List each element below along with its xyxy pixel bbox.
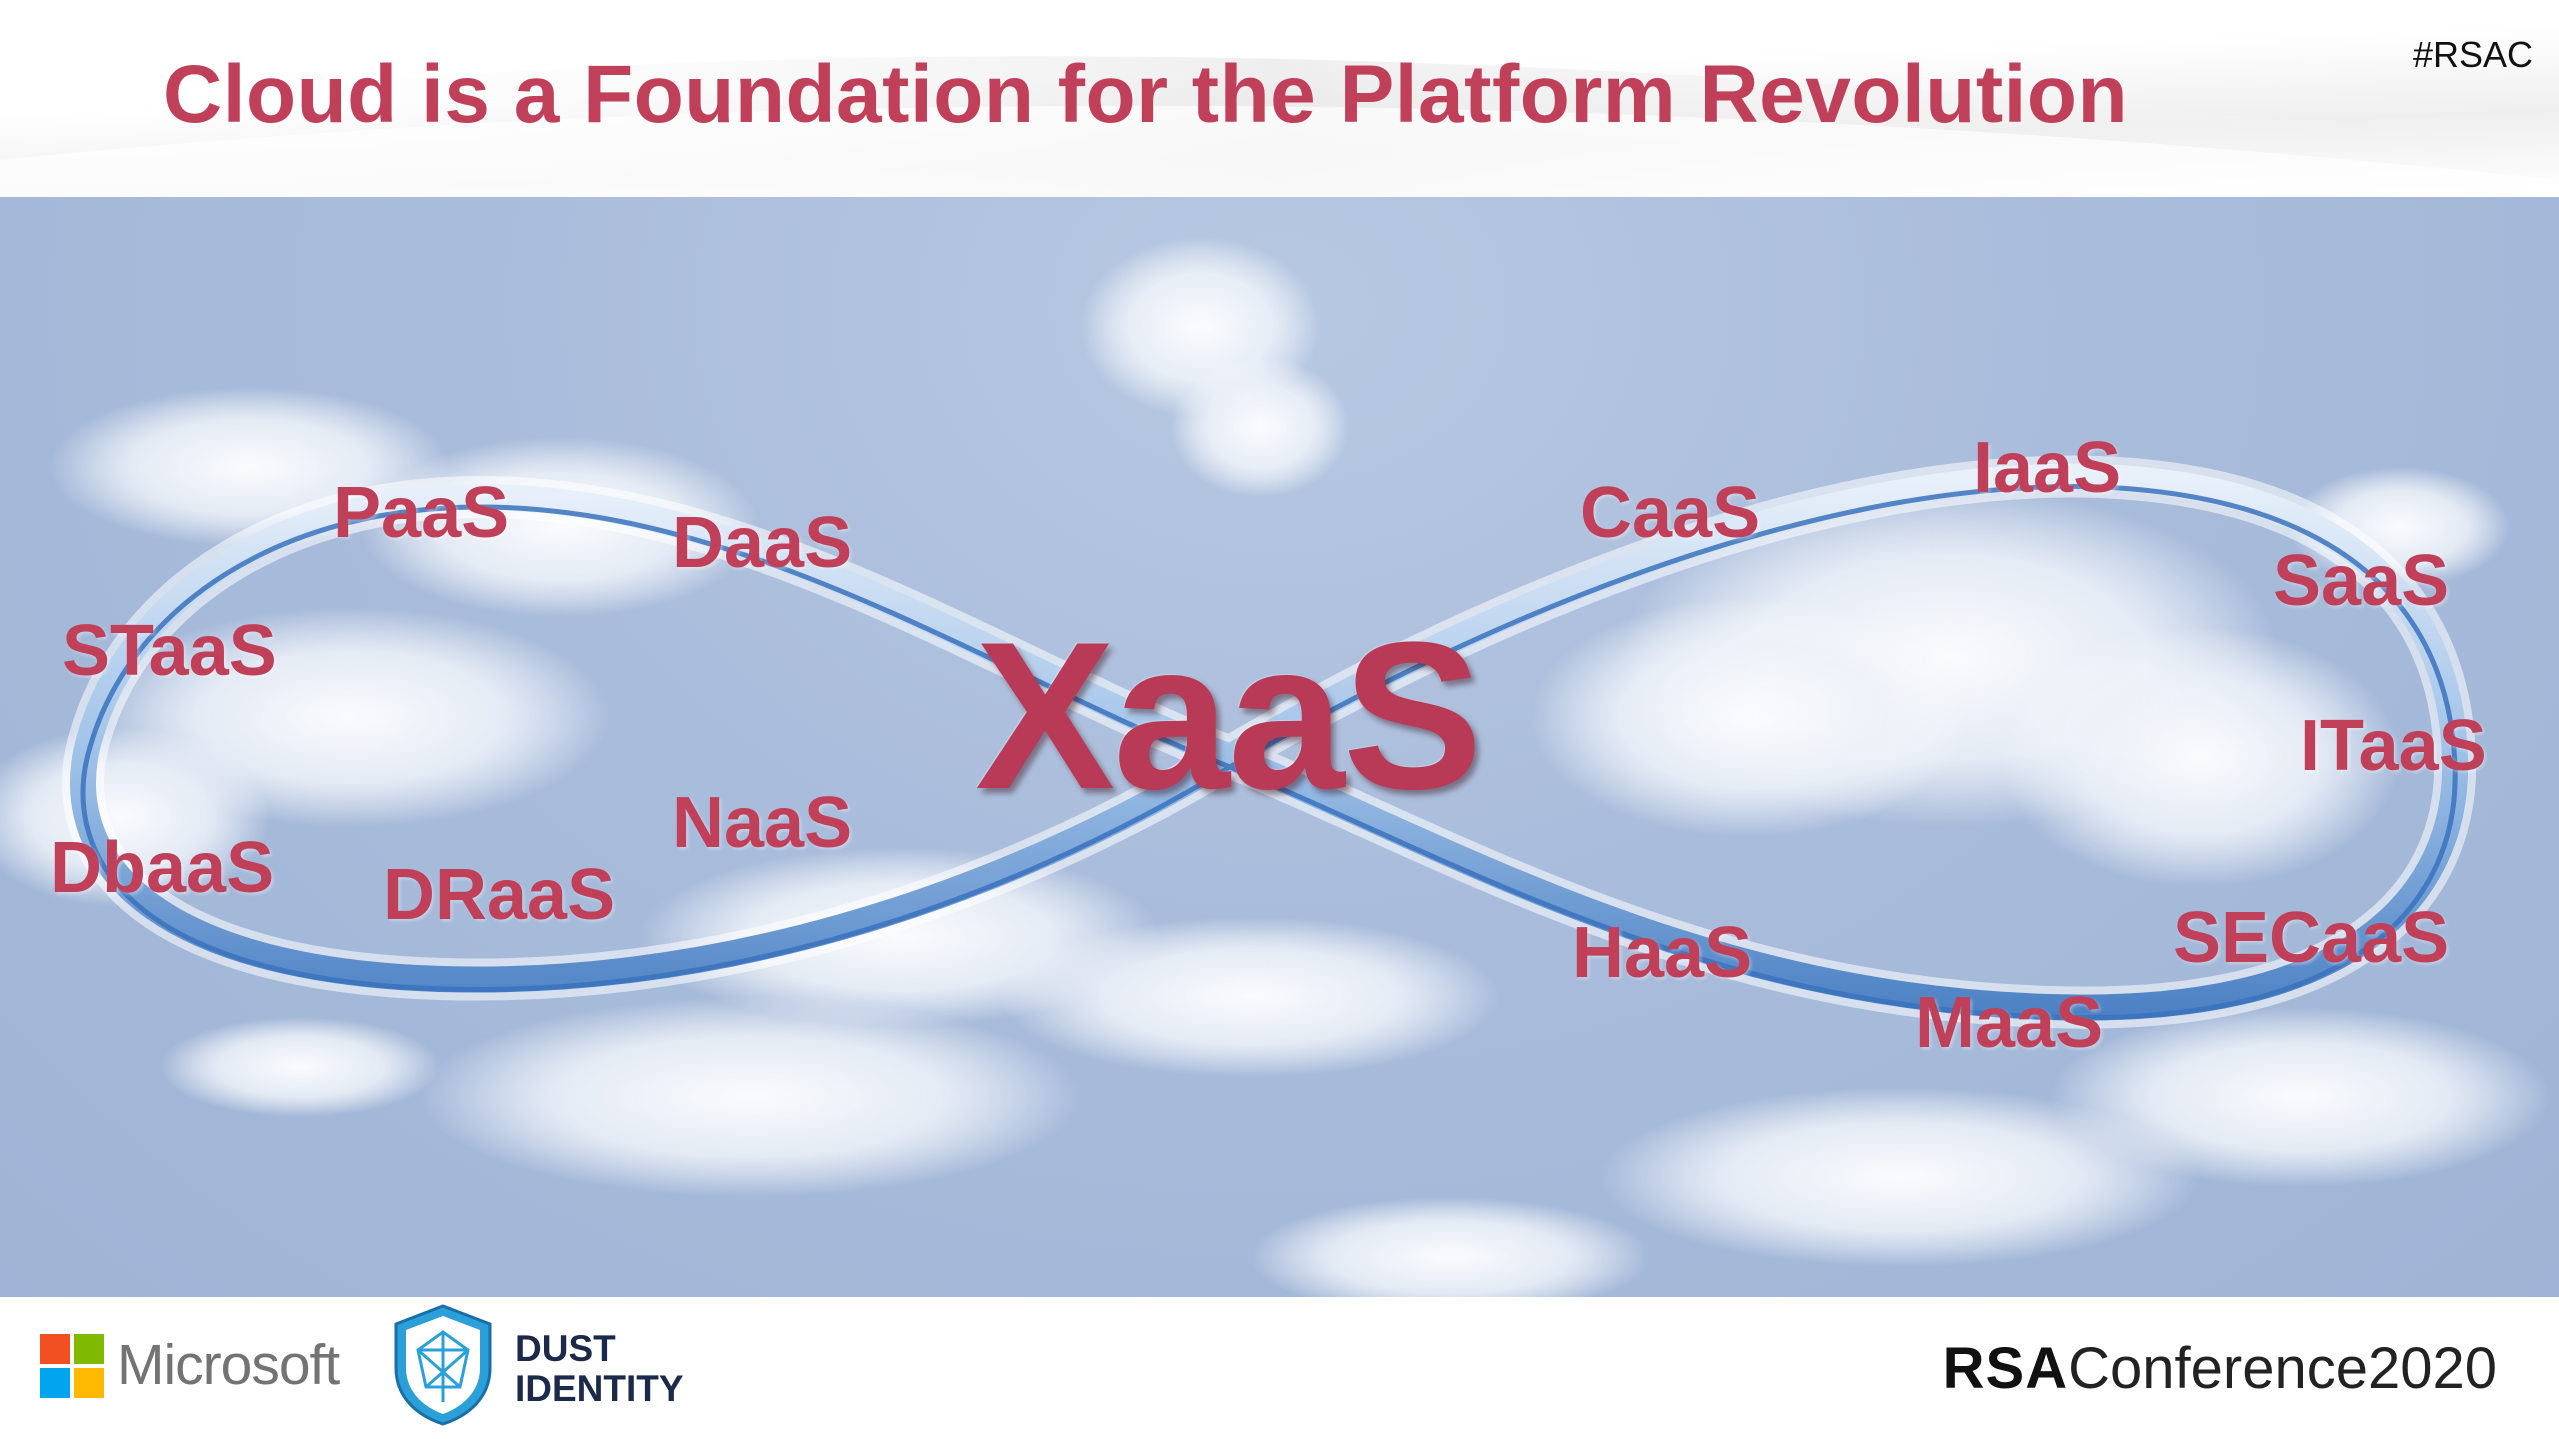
term-maas: MaaS (1915, 983, 2104, 1063)
term-daas: DaaS (672, 503, 853, 583)
clouds (0, 237, 2550, 1297)
dust-identity-wordmark: DUST IDENTITY (515, 1329, 684, 1409)
hashtag-label: #RSAC (2412, 34, 2533, 75)
term-caas: CaaS (1580, 473, 1761, 553)
term-xaas-center: XaaS (975, 598, 1483, 833)
term-dbaas: DbaaS (50, 828, 275, 908)
infinity-ribbon (62, 455, 2477, 1029)
term-saas: SaaS (2273, 541, 2450, 621)
slide-footer: Microsoft DUST IDENTITY RSAConference202… (0, 1297, 2559, 1439)
infinity-diagram (0, 237, 2550, 1297)
rsa-conference-logo: RSAConference2020 (1943, 1335, 2497, 1402)
term-naas: NaaS (672, 783, 853, 863)
term-paas: PaaS (333, 473, 510, 553)
microsoft-wordmark: Microsoft (117, 1333, 340, 1397)
rsa-conference-text: Conference2020 (2068, 1336, 2497, 1401)
term-staas: STaaS (62, 611, 277, 691)
term-iaas: IaaS (1973, 428, 2122, 508)
dust-identity-shield-icon (394, 1304, 492, 1426)
term-draas: DRaaS (383, 855, 616, 935)
dust-line-1: DUST (515, 1328, 616, 1369)
slide-title: Cloud is a Foundation for the Platform R… (163, 49, 2129, 140)
sky-background: PaaS DaaS STaaS DbaaS DRaaS NaaS CaaS Ia… (0, 197, 2559, 1297)
term-haas: HaaS (1572, 913, 1753, 993)
microsoft-logo-icon (40, 1334, 104, 1398)
dust-line-2: IDENTITY (515, 1368, 684, 1409)
header-swoosh (0, 56, 2559, 197)
term-itaas: ITaaS (2300, 706, 2487, 786)
term-secaas: SECaaS (2173, 898, 2450, 978)
slide-header: Cloud is a Foundation for the Platform R… (0, 0, 2559, 197)
rsa-bold: RSA (1942, 1336, 2069, 1401)
